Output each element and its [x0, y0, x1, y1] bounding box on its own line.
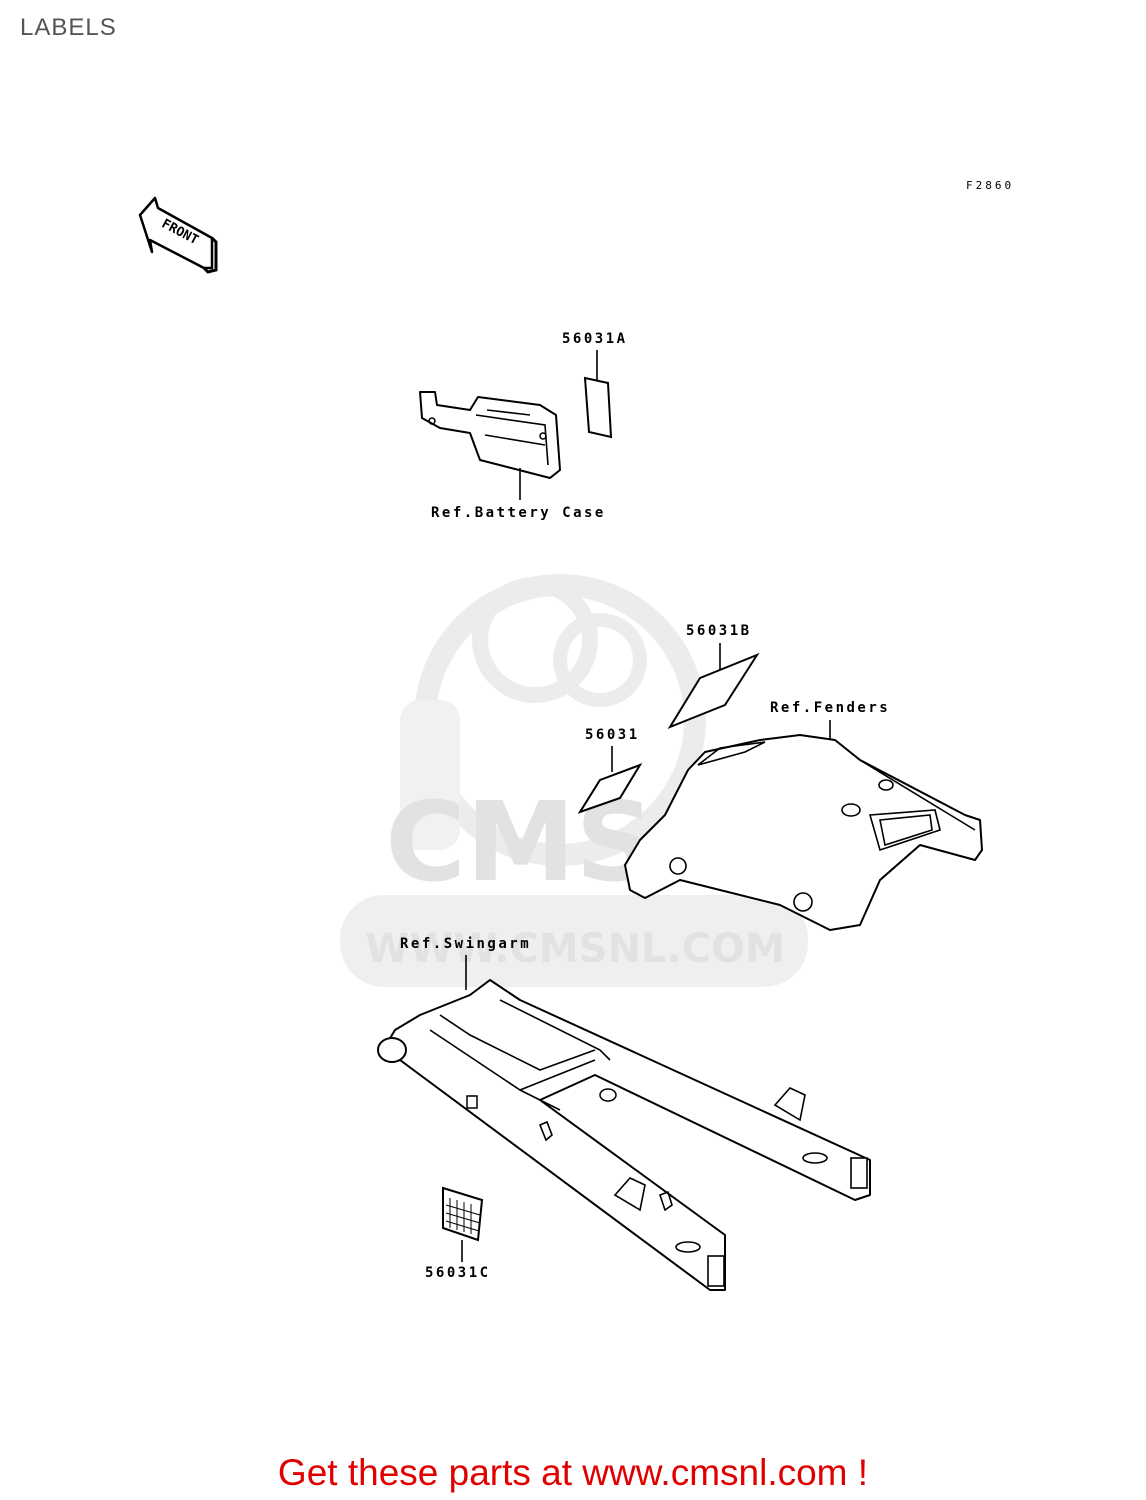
callout-56031c: 56031C — [425, 1265, 491, 1281]
label-sticker-plain — [577, 763, 643, 814]
page-title: LABELS — [20, 14, 117, 41]
callout-56031a: 56031A — [562, 331, 628, 347]
callout-fenders: Ref.Fenders — [770, 700, 890, 716]
callout-battery-case: Ref.Battery Case — [431, 505, 606, 521]
battery-case-part — [419, 391, 561, 479]
callout-56031: 56031 — [585, 727, 640, 743]
footer-link[interactable]: Get these parts at www.cmsnl.com ! — [277, 1452, 869, 1493]
callout-swingarm: Ref.Swingarm — [400, 936, 531, 952]
swingarm-part — [377, 979, 871, 1291]
callout-56031b: 56031B — [686, 623, 752, 639]
label-sticker-c — [442, 1186, 484, 1242]
front-arrow-icon: FRONT — [138, 196, 218, 274]
figure-code: F2860 — [966, 179, 1014, 192]
label-sticker-a — [583, 376, 613, 439]
label-sticker-b — [667, 652, 760, 730]
watermark-url: WWW.CMSNL.COM — [365, 926, 785, 972]
fender-part — [624, 734, 983, 931]
